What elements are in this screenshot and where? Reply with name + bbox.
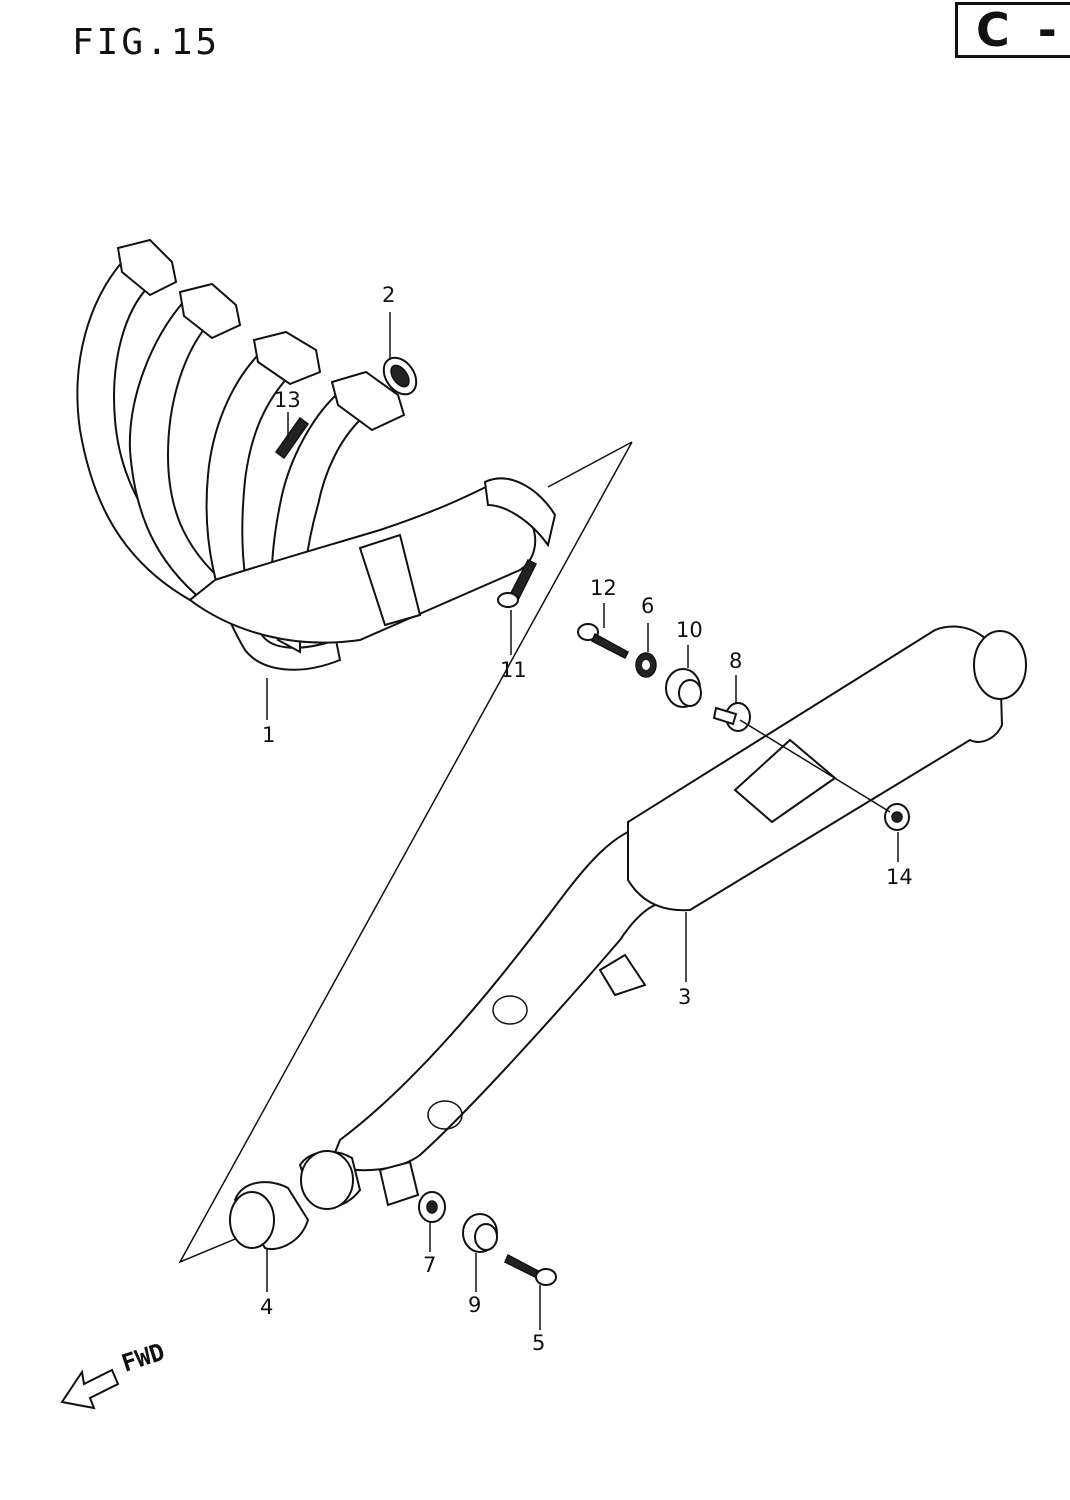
mounting-bolt-lower[interactable]: [504, 1253, 557, 1286]
nut[interactable]: [884, 803, 910, 831]
clamp-bolt[interactable]: [497, 558, 538, 608]
callout-numbers: 1 2 3 4 5 6 7 8 9 10 11 12 13 14: [260, 283, 913, 1355]
connector-pipe[interactable]: [298, 1150, 362, 1210]
callout-12: 12: [590, 576, 617, 600]
callout-1: 1: [262, 723, 275, 747]
collar-rear[interactable]: [418, 1191, 446, 1223]
joint-seal[interactable]: [229, 1181, 310, 1250]
fwd-label: FWD: [118, 1338, 168, 1378]
figure-title: FIG.15: [72, 22, 221, 63]
leader-lines: [266, 312, 899, 1330]
callout-3: 3: [678, 985, 691, 1009]
callout-14: 14: [886, 865, 913, 889]
callout-6: 6: [641, 594, 654, 618]
section-box: C -: [955, 2, 1070, 58]
cushion-lower[interactable]: [462, 1213, 498, 1253]
muffler[interactable]: [328, 625, 1027, 1207]
forward-direction-arrow: FWD: [60, 1338, 168, 1410]
cushion-upper[interactable]: [665, 668, 702, 708]
callout-11: 11: [500, 658, 527, 682]
section-label: C -: [976, 3, 1063, 57]
exhaust-header-pipes[interactable]: [76, 238, 557, 671]
washer[interactable]: [635, 652, 657, 678]
fwd-arrow-icon: [60, 1368, 120, 1410]
callout-2: 2: [382, 283, 395, 307]
callout-13: 13: [274, 388, 301, 412]
callout-8: 8: [729, 649, 742, 673]
callout-7: 7: [423, 1253, 436, 1277]
collar-upper[interactable]: [712, 702, 751, 732]
callout-10: 10: [676, 618, 703, 642]
callout-4: 4: [260, 1295, 273, 1319]
callout-5: 5: [532, 1331, 545, 1355]
callout-9: 9: [468, 1293, 481, 1317]
stud-bolt[interactable]: [274, 416, 310, 460]
fastener-guide-line: [739, 719, 891, 813]
exhaust-gasket[interactable]: [377, 352, 423, 401]
mounting-bolt-upper[interactable]: [577, 623, 629, 660]
